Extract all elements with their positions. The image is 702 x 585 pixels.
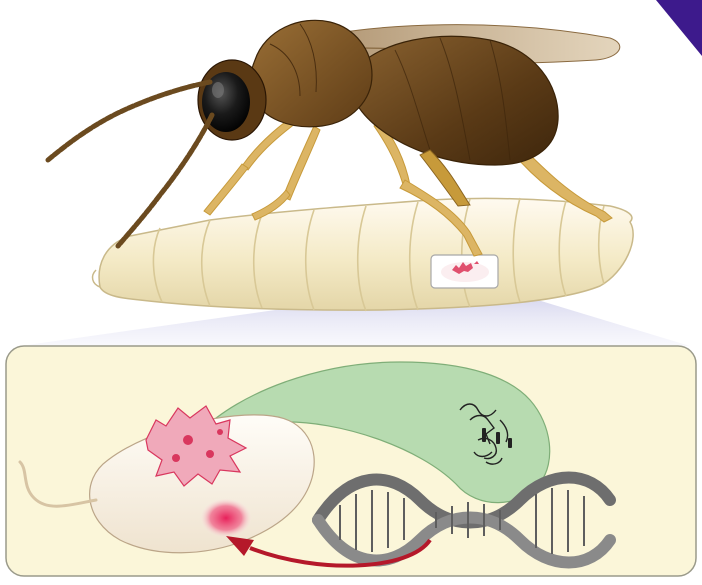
larva-icon xyxy=(93,198,634,311)
infection-callout-box xyxy=(431,255,498,288)
corner-tab xyxy=(656,0,702,56)
